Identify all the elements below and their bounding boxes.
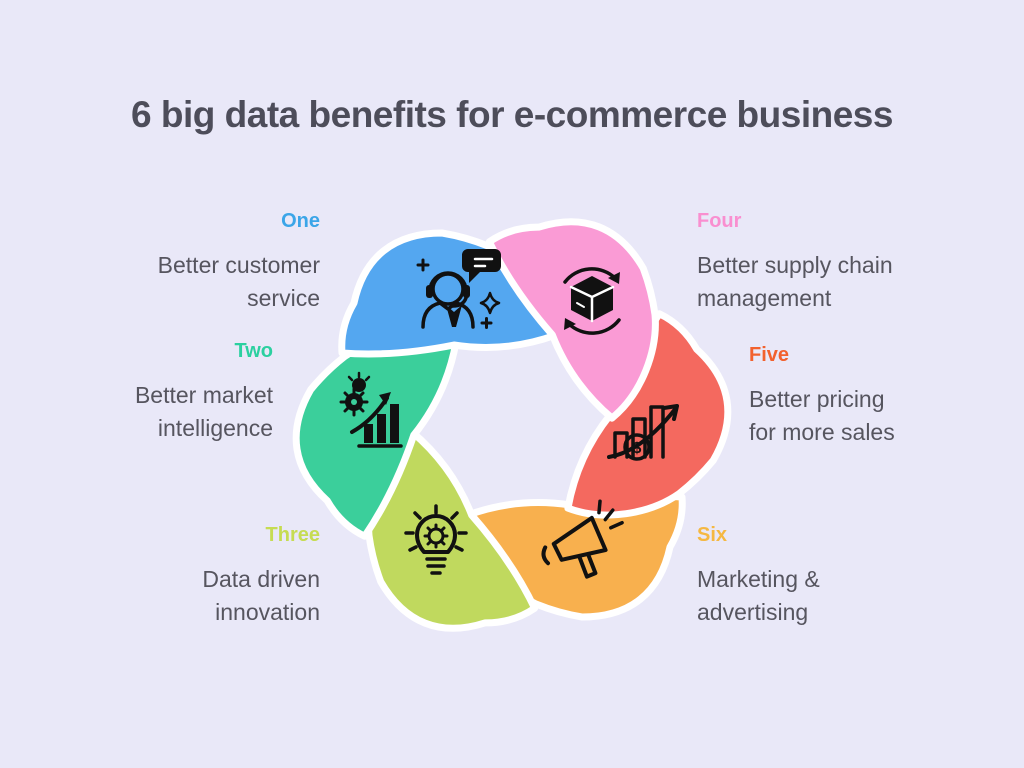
benefit-text-line: management xyxy=(697,285,832,311)
benefit-number: Six xyxy=(697,524,728,546)
benefit-text-line: intelligence xyxy=(157,415,273,441)
page-title: 6 big data benefits for e-commerce busin… xyxy=(131,94,893,135)
benefit-number: Four xyxy=(697,210,742,232)
customer-service-icon xyxy=(416,249,501,329)
market-intelligence-icon xyxy=(339,371,403,448)
benefit-six: Six Marketing & advertising xyxy=(697,521,937,629)
pricing-chart-icon: $ xyxy=(607,404,679,461)
benefit-text-line: Data driven xyxy=(202,566,320,592)
supply-chain-icon xyxy=(563,267,621,335)
benefit-number: Two xyxy=(234,340,273,362)
benefit-text-line: advertising xyxy=(697,599,809,625)
benefit-number: Five xyxy=(749,344,790,366)
benefits-pinwheel-diagram: $ xyxy=(272,185,752,665)
benefit-five: Five Better pricing for more sales xyxy=(749,341,989,449)
benefit-number: One xyxy=(281,210,320,232)
benefit-text-line: innovation xyxy=(215,599,320,625)
benefit-number: Three xyxy=(265,524,320,546)
benefit-text-line: Better pricing xyxy=(749,386,885,412)
benefit-text-line: service xyxy=(247,285,320,311)
benefit-text-line: Better customer xyxy=(157,252,320,278)
benefit-text-line: Better supply chain xyxy=(697,252,893,278)
benefit-three: Three Data driven innovation xyxy=(80,521,320,629)
benefit-two: Two Better market intelligence xyxy=(33,337,273,445)
benefit-four: Four Better supply chain management xyxy=(697,207,957,315)
benefit-text-line: Better market xyxy=(134,382,273,408)
benefit-text-line: Marketing & xyxy=(697,566,820,592)
benefit-text-line: for more sales xyxy=(749,419,895,445)
svg-text:$: $ xyxy=(633,440,642,457)
innovation-bulb-icon xyxy=(404,504,468,575)
benefit-one: One Better customer service xyxy=(60,207,320,315)
megaphone-icon xyxy=(541,499,624,579)
